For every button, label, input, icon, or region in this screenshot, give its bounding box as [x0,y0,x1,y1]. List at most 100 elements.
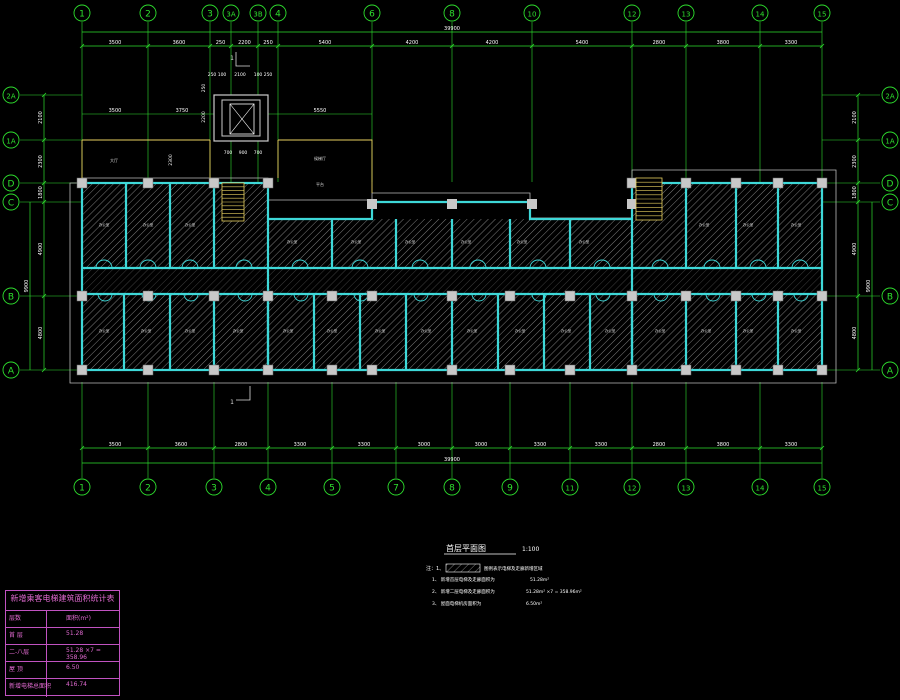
axis-bubble-left-label: A [8,367,15,377]
door-arc [411,259,429,269]
door-arc [471,293,487,302]
top-dim-label: 4200 [406,40,419,46]
axis-bubble-left-label: 1A [6,138,15,146]
structural-column [262,177,274,189]
top-dim-tick [757,43,763,49]
notes-line-1: 1、 新增首层电梯及走廊面积为 [432,576,495,583]
platform-label: 平台 [316,181,324,187]
notes-line-3-value: 6.50m² [526,601,542,607]
structural-column [730,290,742,302]
section-mark-top-label: 1 [230,55,234,62]
door-arc [235,259,253,269]
structural-column [680,177,692,189]
top-dim-tick [449,43,455,49]
left-dim-tick [41,137,47,143]
section-mark-bottom-label: 1 [230,399,234,406]
bottom-dim-tick [567,445,573,451]
door-arc [237,293,253,302]
structural-column [626,290,638,302]
room-label: 办公室 [233,328,244,333]
axis-bubble-top [813,4,831,22]
axis-bubble-left [2,174,20,192]
axis-bubble-top-label: 8 [449,10,455,20]
top-total-dim-label: 39900 [444,26,460,32]
table-header-area: 面积(m²) [66,615,91,622]
structural-column [76,364,88,376]
top-dim-tick [529,43,535,49]
top-dim-label: 3300 [785,40,798,46]
elevator-shaft-inner [221,99,261,137]
structural-column [366,364,378,376]
door-arc [97,293,113,302]
top-dim-label: 3600 [173,40,186,46]
axis-bubble-top [222,4,240,22]
room-label: 办公室 [743,328,754,333]
door-arc [651,259,669,269]
door-arc [139,259,157,269]
room-label: 办公室 [605,328,616,333]
room-label: 办公室 [699,222,710,227]
room-label: 办公室 [99,222,110,227]
structural-column [772,364,784,376]
bottom-dim-tick [819,445,825,451]
structural-column [366,290,378,302]
notes-head: 注：1、 [426,565,444,572]
structural-column [816,177,828,189]
axis-bubble-left [2,86,20,104]
bottom-dim-tick [449,445,455,451]
table-divider [46,611,47,697]
axis-bubble-right [881,193,899,211]
axis-bubble-top-label: 1 [79,10,85,20]
elevator-car-cross [229,103,255,135]
bottom-dim-tick [507,445,513,451]
elevator-dim-label: 100 [218,72,227,78]
room-label: 办公室 [185,222,196,227]
axis-bubble-bottom-label: 2 [145,484,151,494]
axis-bubble-right [881,131,899,149]
top-dim-tick [275,43,281,49]
axis-bubble-top [443,4,461,22]
top-dim-label: 3800 [717,40,730,46]
axis-bubble-bottom-label: 8 [449,484,455,494]
extension-west-bay [81,139,211,178]
axis-bubble-bottom [677,478,695,496]
structural-column [730,177,742,189]
notes-line-3: 3、 屋面电梯机房面积为 [432,600,482,607]
room-label: 办公室 [515,328,526,333]
axis-bubble-bottom [501,478,519,496]
structural-column [367,199,377,209]
room-label: 办公室 [517,239,528,244]
door-arc [653,293,669,302]
door-arc [529,259,547,269]
door-arc [413,293,429,302]
left-dim-label: 2100 [38,111,44,124]
axis-bubble-left [2,193,20,211]
structural-column [564,290,576,302]
top-dim-label: 5400 [319,40,332,46]
axis-bubble-right-label: A [887,367,894,377]
structural-column [816,290,828,302]
table-row: 新增电梯总面积 416.74 [6,678,119,696]
top-dim-tick [207,43,213,49]
door-arc [469,259,487,269]
elevator-dim-label: 2100 [234,72,246,78]
elevator-dim-label: 700 [224,150,233,156]
axis-bubble-right-label: 2A [885,93,894,101]
structural-column [730,364,742,376]
axis-bubble-top-label: 2 [145,10,151,20]
structural-column [446,290,458,302]
room-label: 办公室 [791,328,802,333]
door-arc [183,293,199,302]
axis-bubble-right [881,86,899,104]
door-arc [793,293,809,302]
axis-bubble-bottom-label: 9 [507,484,513,494]
axis-bubble-top-label: 10 [528,11,537,19]
bottom-dim-label: 2800 [235,442,248,448]
left-total-dim-label: 9900 [24,280,30,293]
structural-column [626,177,638,189]
left-dim-label: 1800 [38,186,44,199]
structural-column [142,364,154,376]
room-label: 办公室 [405,239,416,244]
bottom-dim-tick [329,445,335,451]
